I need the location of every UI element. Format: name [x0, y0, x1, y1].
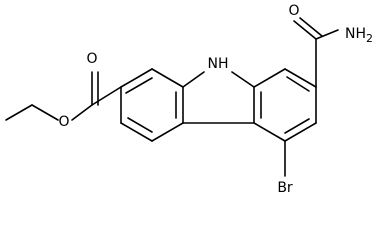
bond-right-ring-1 [253, 68, 286, 88]
bond-amide-to-n [315, 29, 339, 40]
bond-left-ring-5 [120, 122, 153, 142]
bond-left-ring-1-inner [125, 77, 153, 94]
bond-left-ring-4 [151, 122, 184, 142]
atom-amide-n-subscript: 2 [366, 32, 373, 45]
bond-five-ring-n-right [231, 71, 255, 88]
atom-amide-o-label: O [288, 3, 299, 19]
bond-ester-to-ring [91, 86, 122, 106]
bond-left-ring-1 [120, 68, 153, 88]
bond-left-ring-2 [151, 68, 184, 88]
bond-five-ring-left-n [182, 71, 205, 88]
atom-bromine-label: Br [277, 180, 293, 196]
molecule-structure: NH O O O NH2 Br [5, 3, 373, 196]
atom-amide-n-label: NH2 [345, 26, 373, 45]
bond-o-ester-carbon [71, 104, 93, 121]
atom-ester-carbonyl-o-label: O [86, 51, 97, 67]
atom-amide-n-main: NH [345, 26, 366, 42]
bond-ethyl-ch3 [5, 104, 33, 121]
atom-ester-link-o-label: O [58, 114, 69, 130]
bond-right-ring-2-inner [286, 76, 310, 92]
bond-amide-carbonyl-b [299, 17, 323, 37]
bond-ethyl-ch2-o [31, 104, 59, 121]
bond-right-ring-5 [253, 122, 286, 142]
atom-nh-label: NH [208, 56, 229, 72]
bond-left-ring-5-inner [127, 117, 153, 133]
bond-amide-carbonyl-a [293, 20, 317, 40]
bond-right-ring-4-inner [284, 118, 310, 134]
bond-right-ring-4 [284, 122, 317, 142]
bond-right-ring-2 [284, 68, 317, 88]
